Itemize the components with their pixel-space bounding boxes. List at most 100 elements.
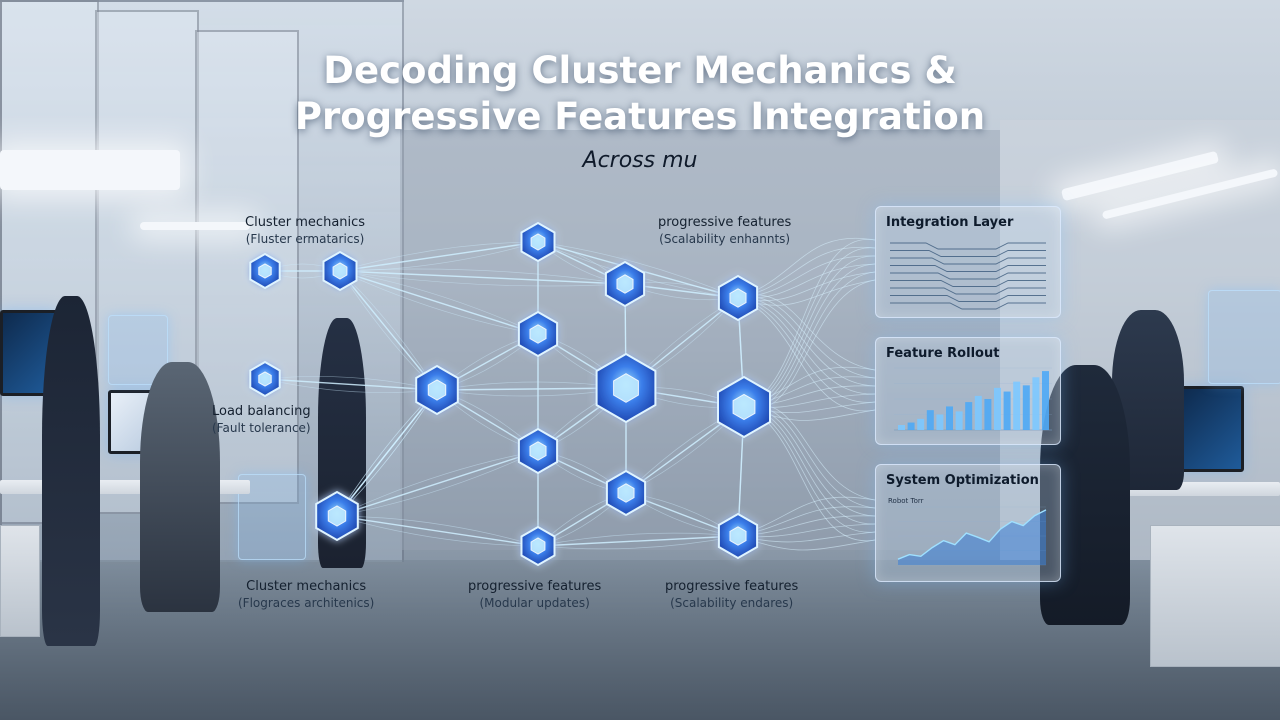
connection-line — [339, 241, 539, 272]
label-sub: (Fluster ermatarics) — [245, 232, 365, 246]
label-title: Load balancing — [212, 404, 311, 419]
rollout-bar — [936, 414, 944, 430]
data-flow-line — [743, 247, 876, 408]
cluster-node — [322, 250, 358, 292]
hud-screen-right — [1208, 290, 1280, 384]
data-flow-line — [737, 279, 876, 306]
connection-line — [336, 450, 539, 517]
rollout-bar-chart — [894, 367, 1052, 431]
rollout-bar — [898, 425, 905, 430]
integration-trace — [890, 257, 1046, 265]
integration-trace — [890, 295, 1046, 302]
rollout-bar — [965, 402, 973, 430]
integration-trace — [890, 287, 1046, 295]
node-core — [332, 262, 348, 280]
data-flow-line — [737, 535, 876, 551]
node-core — [729, 526, 747, 546]
connection-line — [336, 515, 539, 547]
connection-line — [339, 270, 539, 335]
connection-line — [336, 450, 539, 517]
data-flow-line — [737, 297, 876, 412]
connection-line — [336, 515, 539, 547]
rollout-bar — [907, 422, 915, 430]
data-flow-line — [737, 297, 876, 403]
label-title: progressive features — [665, 579, 799, 594]
cluster-node — [520, 525, 556, 567]
panel-title: System Optimization — [886, 473, 1039, 488]
node-core — [529, 324, 547, 344]
cluster-node — [415, 364, 459, 416]
ceiling-lamp-left — [0, 150, 180, 190]
cluster-node — [605, 469, 647, 517]
page-title: Decoding Cluster Mechanics & Progressive… — [190, 48, 1090, 140]
panel-title: Feature Rollout — [886, 346, 1000, 361]
connection-line — [339, 241, 539, 272]
connection-line — [339, 270, 626, 285]
rollout-bar — [1032, 377, 1040, 430]
cluster-node — [315, 490, 359, 542]
node-core — [613, 373, 639, 403]
connection-line — [336, 450, 539, 517]
label-progressive-features-bottom-mid: progressive features (Modular updates) — [468, 578, 601, 612]
cluster-node — [595, 352, 657, 424]
connection-line — [537, 535, 739, 547]
cluster-node — [717, 375, 771, 439]
rollout-bar — [917, 418, 925, 430]
cabinet-right — [1150, 525, 1280, 667]
optimization-legend: Robot Torr — [888, 497, 924, 505]
label-title: Cluster mechanics — [245, 215, 366, 230]
system-optimization-panel: System Optimization Robot Torr — [875, 464, 1061, 582]
label-sub: (Scalability enhannts) — [659, 232, 791, 246]
node-core — [327, 505, 347, 527]
integration-traces — [890, 242, 1046, 310]
node-core — [530, 537, 546, 555]
rollout-bar — [994, 387, 1001, 430]
rollout-bar — [1013, 381, 1021, 430]
feature-rollout-panel: Feature Rollout — [875, 337, 1061, 445]
rollout-bar — [1042, 371, 1049, 430]
cluster-nodes — [249, 221, 771, 567]
rollout-bar — [955, 411, 963, 430]
label-load-balancing: Load balancing (Fault tolerance) — [212, 403, 311, 437]
connection-line — [339, 270, 626, 287]
node-core — [617, 483, 635, 503]
panel-title: Integration Layer — [886, 215, 1014, 230]
data-flow-line — [743, 239, 876, 408]
title-line-2: Progressive Features Integration — [294, 95, 986, 138]
person-seated-left — [140, 362, 220, 612]
monitor-right — [1178, 386, 1244, 472]
cluster-node — [604, 260, 646, 308]
label-sub: (Modular updates) — [479, 596, 590, 610]
label-title: progressive features — [468, 579, 602, 594]
cluster-node — [517, 427, 559, 475]
node-core — [258, 371, 272, 387]
node-core — [258, 263, 272, 279]
cluster-node — [520, 221, 556, 263]
cluster-node — [717, 274, 759, 322]
label-sub: (Scalability endares) — [670, 596, 794, 610]
connection-line — [339, 241, 539, 272]
optimization-area-chart — [897, 506, 1047, 566]
connection-line — [339, 270, 539, 335]
label-sub: (Flograces architenics) — [238, 596, 375, 610]
integration-trace — [890, 265, 1046, 272]
back-wall — [400, 130, 1000, 550]
label-progressive-features-bottom-right: progressive features (Scalability endare… — [665, 578, 798, 612]
connection-line — [537, 532, 739, 547]
connection-line — [339, 268, 626, 285]
cluster-node — [249, 252, 281, 290]
connection-line — [339, 270, 539, 335]
rollout-bar — [974, 395, 982, 430]
label-progressive-features-top: progressive features (Scalability enhann… — [658, 214, 791, 248]
person-standing-left — [42, 296, 100, 646]
node-core — [530, 233, 546, 251]
label-cluster-mechanics-bottom: Cluster mechanics (Flograces architenics… — [238, 578, 374, 612]
label-sub: (Fault tolerance) — [212, 421, 311, 435]
node-core — [427, 379, 447, 401]
ceiling-lamp-mid — [140, 222, 250, 230]
label-title: progressive features — [658, 215, 792, 230]
connection-line — [537, 241, 739, 299]
integration-layer-panel: Integration Layer — [875, 206, 1061, 318]
optimization-line — [897, 509, 1047, 560]
